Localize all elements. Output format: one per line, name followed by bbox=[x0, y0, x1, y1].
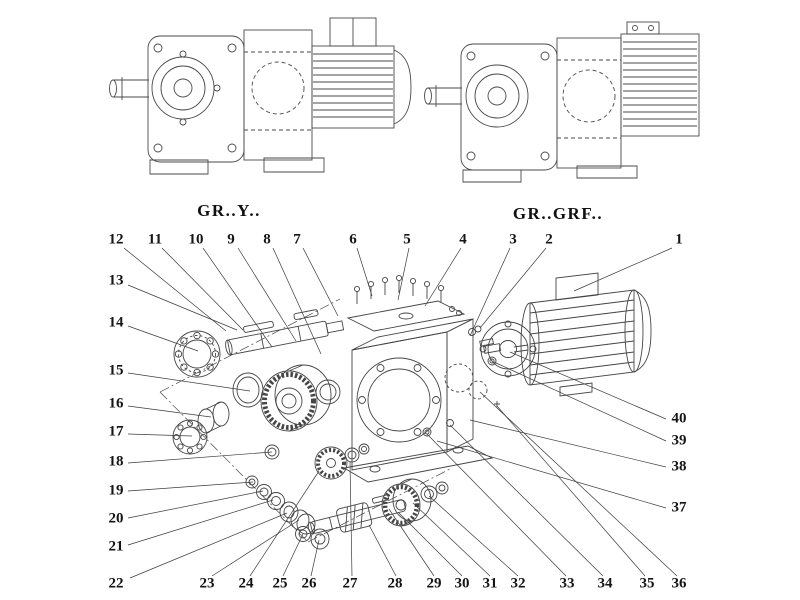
pinion-shaft-assembly bbox=[307, 494, 406, 535]
helical-gear-large bbox=[260, 364, 332, 432]
callout-8: 8 bbox=[263, 231, 271, 248]
callout-28: 28 bbox=[387, 575, 403, 592]
callout-7: 7 bbox=[293, 231, 301, 248]
cover-bolts bbox=[353, 274, 462, 316]
callout-12: 12 bbox=[108, 231, 124, 248]
callout-20: 20 bbox=[108, 510, 124, 527]
helical-gear-output bbox=[381, 478, 449, 527]
callout-5: 5 bbox=[403, 231, 411, 248]
variant-label-gr-grf: GR..GRF.. bbox=[512, 204, 604, 223]
callout-16: 16 bbox=[108, 395, 124, 412]
callout-15: 15 bbox=[108, 362, 124, 379]
callout-18: 18 bbox=[108, 453, 124, 470]
callout-10: 10 bbox=[188, 231, 204, 248]
callout-23: 23 bbox=[199, 575, 215, 592]
callout-26: 26 bbox=[301, 575, 317, 592]
exploded-view-drawing bbox=[159, 272, 652, 550]
callout-4: 4 bbox=[459, 231, 467, 248]
callout-27: 27 bbox=[342, 575, 358, 592]
input-shaft-assembly bbox=[225, 309, 345, 356]
callout-32: 32 bbox=[510, 575, 526, 592]
spacer-sleeve bbox=[197, 401, 230, 434]
callout-31: 31 bbox=[482, 575, 498, 592]
oil-seal-ring bbox=[232, 372, 264, 408]
callout-39: 39 bbox=[671, 432, 687, 449]
callout-34: 34 bbox=[597, 575, 613, 592]
housing-cover bbox=[346, 300, 466, 332]
ball-bearing-small bbox=[172, 419, 208, 455]
gear-small bbox=[314, 443, 370, 480]
callout-33: 33 bbox=[559, 575, 575, 592]
callout-13: 13 bbox=[108, 272, 124, 289]
callout-29: 29 bbox=[426, 575, 442, 592]
callout-1: 1 bbox=[675, 231, 683, 248]
callout-40: 40 bbox=[671, 410, 687, 427]
callout-35: 35 bbox=[639, 575, 655, 592]
variant-label-gr-y: GR..Y.. bbox=[197, 201, 261, 220]
finned-cover-block bbox=[620, 21, 700, 137]
callout-38: 38 bbox=[671, 458, 687, 475]
callout-21: 21 bbox=[108, 538, 124, 555]
assembled-view-gr-y-drawing bbox=[109, 17, 412, 175]
center-lines bbox=[159, 298, 453, 543]
callout-37: 37 bbox=[671, 499, 687, 516]
callout-36: 36 bbox=[671, 575, 687, 592]
callout-19: 19 bbox=[108, 482, 124, 499]
callout-2: 2 bbox=[545, 231, 553, 248]
gear-housing bbox=[342, 318, 500, 483]
callout-25: 25 bbox=[272, 575, 288, 592]
ball-bearing-large bbox=[173, 330, 221, 378]
callout-17: 17 bbox=[108, 423, 124, 440]
motor-left bbox=[311, 17, 412, 129]
intermediate-ring bbox=[315, 379, 341, 405]
callout-6: 6 bbox=[349, 231, 357, 248]
callout-30: 30 bbox=[454, 575, 470, 592]
callout-9: 9 bbox=[227, 231, 235, 248]
motor-flange bbox=[479, 320, 537, 378]
retaining-ring bbox=[264, 444, 280, 460]
callout-22: 22 bbox=[108, 575, 124, 592]
output-shaft-left bbox=[109, 77, 149, 100]
output-shaft-right bbox=[424, 85, 462, 107]
motor-shaft-parts bbox=[468, 325, 502, 366]
callout-3: 3 bbox=[509, 231, 517, 248]
callout-24: 24 bbox=[238, 575, 254, 592]
assembled-view-gr-grf-drawing bbox=[424, 21, 700, 183]
washers-and-caps bbox=[245, 475, 330, 550]
motor-exploded bbox=[513, 272, 652, 397]
callout-11: 11 bbox=[147, 231, 163, 248]
callout-14: 14 bbox=[108, 314, 124, 331]
leader-lines bbox=[123, 247, 678, 579]
